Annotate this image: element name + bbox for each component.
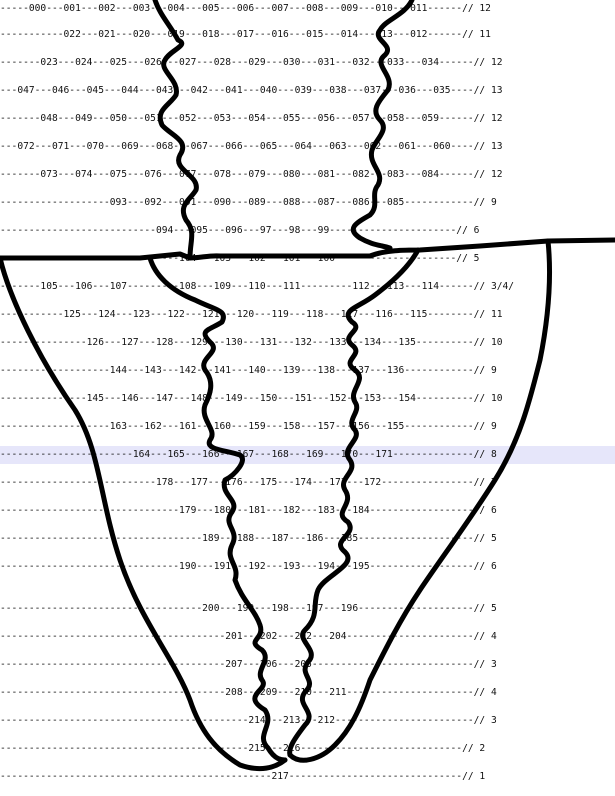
- grid-row: -------------------------------179---180…: [0, 505, 497, 516]
- grid-row: -----000---001---002---003---004---005--…: [0, 3, 491, 14]
- grid-row: ---------------------------------------2…: [0, 687, 497, 698]
- grid-row: -------023---024---025---026---027---028…: [0, 57, 503, 68]
- grid-row: -----------125---124---123---122---121--…: [0, 309, 503, 320]
- grid-row: -------------------163---162---161---160…: [0, 421, 497, 432]
- right-crack-upper: [350, 0, 415, 251]
- grid-row: -----------------------------------200--…: [0, 603, 497, 614]
- grid-row: ---072---071---070---069---068---067---0…: [0, 141, 503, 152]
- grid-row: -----------022---021---020---019---018--…: [0, 29, 491, 40]
- grid-row: -------105---106---107---------108---109…: [0, 281, 515, 292]
- grid-row: ---------------------------------------2…: [0, 659, 497, 670]
- left-crack-upper: [152, 0, 199, 261]
- grid-row: -------073---074---075---076---077---078…: [0, 169, 503, 180]
- grid-row: ---047---046---045---044---043---042---0…: [0, 85, 503, 96]
- grid-row: ----------------------------------------…: [0, 771, 486, 782]
- grid-row: -------------------144---143---142---141…: [0, 365, 497, 376]
- grid-row: -------------------------------190---191…: [0, 561, 497, 572]
- grid-row: -----------------------------------189--…: [0, 533, 497, 544]
- grid-row: ---------------145---146---147---148---1…: [0, 393, 503, 404]
- grid-row: ---------------126---127---128---129---1…: [0, 337, 503, 348]
- left-crack-lower: [147, 255, 288, 763]
- grid-row: -------048---049---050---051---052---053…: [0, 113, 503, 124]
- grid-row: ----------------------------------------…: [0, 743, 486, 754]
- horizontal-boundary: [0, 237, 615, 261]
- grid-row: ---------------------------------------2…: [0, 631, 497, 642]
- grid-row: ----------------------------------------…: [0, 715, 497, 726]
- grid-row: ---------------------------094---095---0…: [0, 225, 480, 236]
- right-crack-lower: [287, 247, 421, 758]
- outer-left-boundary: [0, 255, 288, 772]
- grid-row: -------------------093---092---091---090…: [0, 197, 497, 208]
- outer-right-boundary: [287, 238, 553, 763]
